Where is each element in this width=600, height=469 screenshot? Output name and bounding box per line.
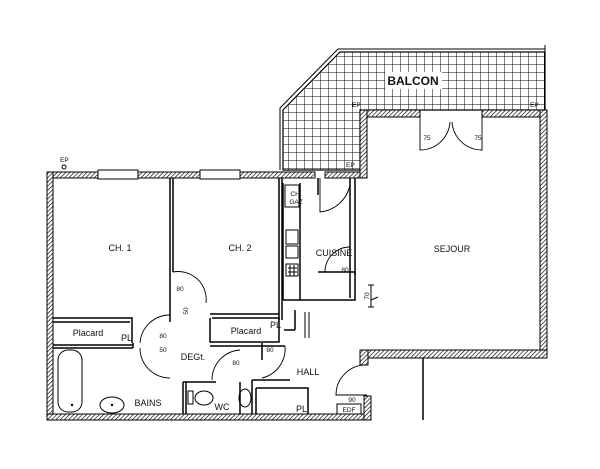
- room-degt: DEGt.: [181, 352, 206, 362]
- door-ch1[interactable]: [172, 271, 207, 304]
- wc-sink-icon: [238, 388, 252, 408]
- dimension-label: 80: [232, 360, 240, 367]
- door-wc[interactable]: [211, 349, 241, 381]
- room-cuisine: CUISINE: [316, 248, 353, 258]
- ep-marker: EP: [530, 102, 539, 109]
- ep-marker: EP: [346, 162, 355, 169]
- balcon-label: BALCON: [387, 74, 438, 88]
- room-ch2: CH. 2: [228, 243, 251, 253]
- room-placard1: Placard: [73, 328, 104, 338]
- pl-label: PL: [296, 404, 307, 414]
- room-wc: WC: [215, 402, 230, 412]
- room-ch1: CH. 1: [108, 243, 131, 253]
- dimension-label: 75: [423, 135, 431, 142]
- dimension-label: 80: [176, 286, 184, 293]
- ep-marker: EP: [352, 102, 361, 109]
- dimension-label: 80: [341, 267, 349, 274]
- dimension-label: 70: [364, 292, 371, 300]
- windows: [97, 169, 241, 180]
- room-labels: CH. 1 CH. 2 CH. GAZ CUISINE SEJOUR Placa…: [73, 191, 471, 415]
- edf-label: EDF: [343, 407, 356, 414]
- fixtures: [57, 349, 252, 414]
- sejour-opening-marker: [368, 284, 379, 308]
- ep-markers: EP EP EP EP: [60, 102, 539, 170]
- room-hall: HALL: [297, 367, 320, 377]
- toilet-tank-icon: [187, 390, 194, 405]
- pl-label: PL: [121, 333, 132, 343]
- dimension-labels: 80 75 75 70 80 50 80 50 80 80 90: [159, 135, 482, 404]
- door-entry[interactable]: [335, 364, 368, 396]
- stove-icon: [285, 263, 299, 277]
- doors: [139, 117, 483, 396]
- interior-walls: [53, 178, 356, 414]
- door-placard2[interactable]: [261, 345, 286, 379]
- room-chgaz: CH.: [290, 191, 301, 198]
- door-sejour-left[interactable]: [419, 117, 451, 151]
- room-chgaz: GAZ: [289, 199, 302, 206]
- window-ch1: [97, 169, 139, 180]
- room-bains: BAINS: [134, 398, 161, 408]
- window-ch2: [199, 169, 241, 180]
- door-cuisine[interactable]: [324, 246, 351, 273]
- door-kitchen-balcony[interactable]: [319, 178, 351, 213]
- dimension-label: 80: [159, 333, 167, 340]
- door-placard1b[interactable]: [139, 347, 171, 379]
- ep-marker: EP: [60, 157, 69, 164]
- balcony: BALCON: [279, 45, 546, 171]
- kitchen-counter: [284, 184, 300, 277]
- sink-icon: [99, 396, 125, 414]
- balcon-label-box: [385, 72, 442, 89]
- door-placard1[interactable]: [139, 314, 171, 344]
- dimension-label: 90: [348, 397, 356, 404]
- room-sejour: SEJOUR: [434, 244, 471, 254]
- room-placard2: Placard: [231, 326, 262, 336]
- dimension-label: 50: [183, 307, 190, 315]
- pl-label: PL: [270, 320, 281, 330]
- dimension-label: 50: [159, 347, 167, 354]
- dimension-label: 80: [266, 347, 274, 354]
- bathtub-icon: [57, 349, 83, 413]
- toilet-icon: [194, 390, 214, 406]
- exterior-walls: [46, 109, 548, 421]
- door-sejour-right[interactable]: [451, 117, 483, 151]
- dimension-label: 75: [474, 135, 482, 142]
